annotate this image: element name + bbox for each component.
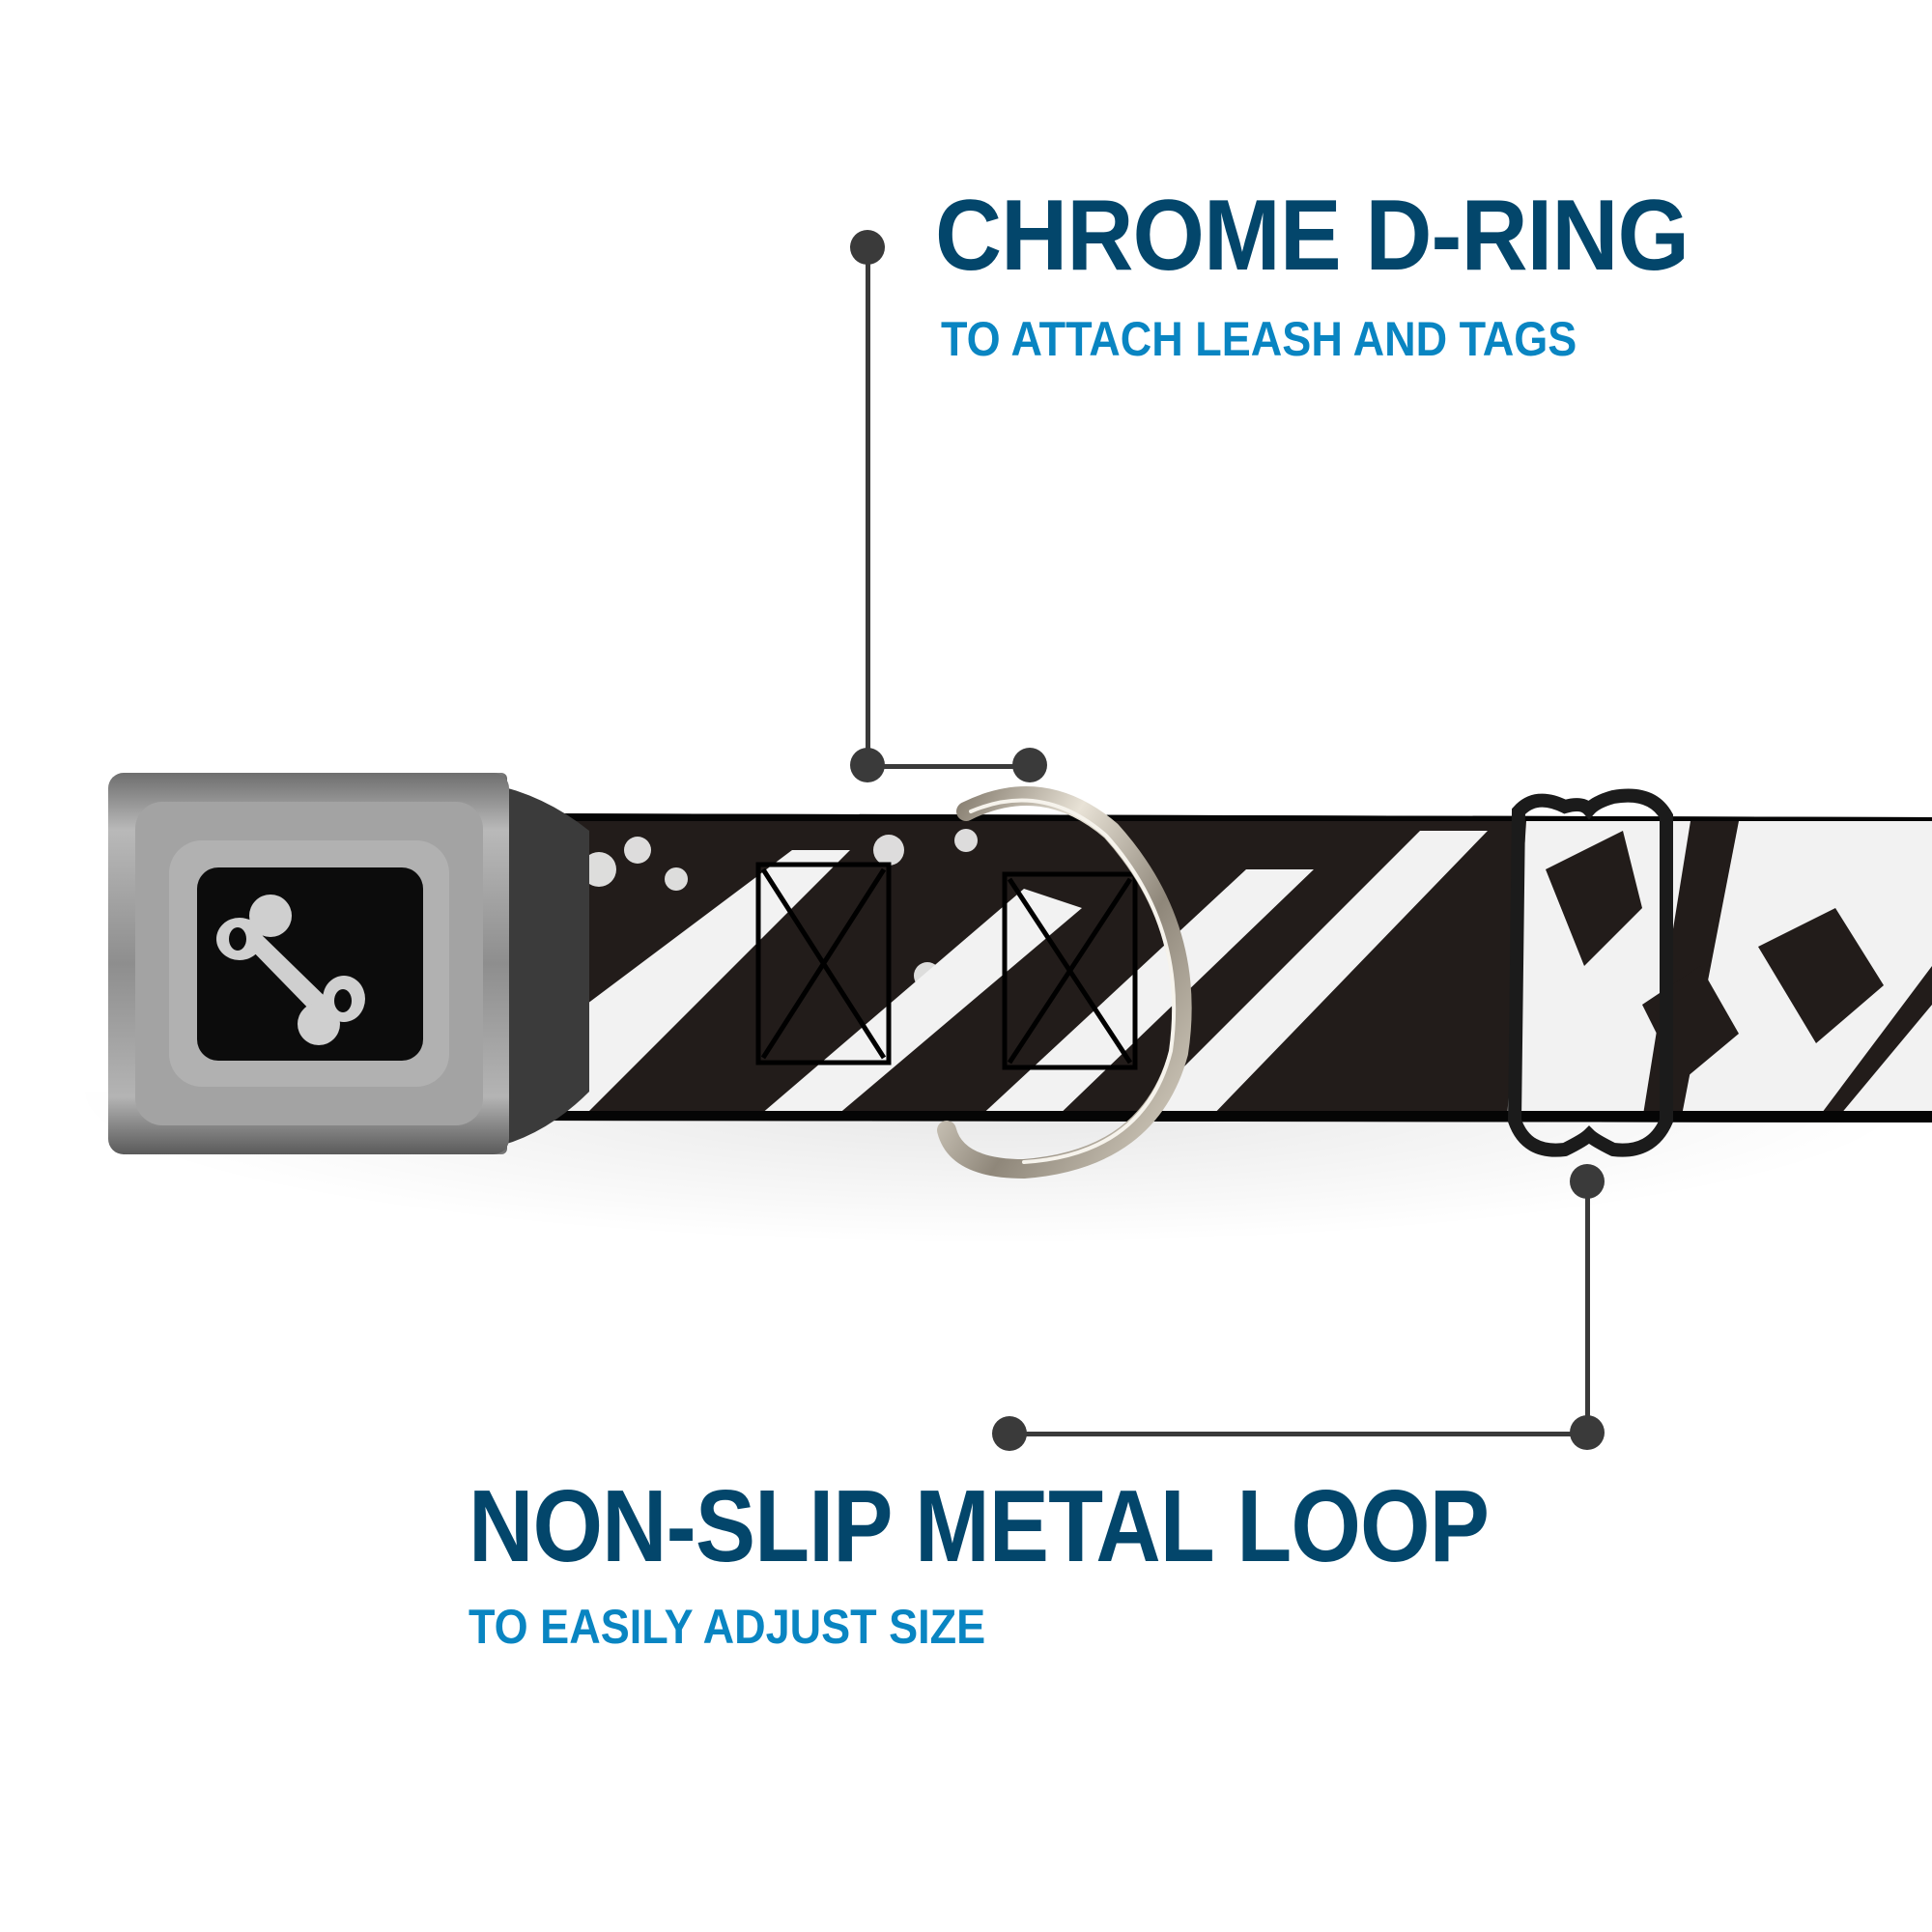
bone-logo-icon	[216, 895, 365, 1045]
metal-loop-callout-title: NON-SLIP METAL LOOP	[469, 1469, 1490, 1583]
metal-loop-callout-subtitle: TO EASILY ADJUST SIZE	[469, 1600, 986, 1654]
seatbelt-buckle	[108, 773, 589, 1154]
d-ring-callout-title: CHROME D-RING	[935, 180, 1690, 292]
callout-line-vertical	[1585, 1181, 1590, 1433]
collar-illustration	[108, 773, 1932, 1179]
callout-line-vertical	[866, 247, 870, 765]
callout-dot	[1012, 748, 1047, 782]
callout-dot	[992, 1416, 1027, 1451]
callout-line-horizontal	[867, 764, 1030, 769]
d-ring-callout-subtitle: TO ATTACH LEASH AND TAGS	[941, 312, 1577, 366]
callout-line-horizontal	[1009, 1432, 1587, 1436]
chrome-d-ring	[937, 786, 1192, 1179]
metal-loop	[1507, 788, 1673, 1157]
collar-strap	[531, 813, 1932, 1122]
